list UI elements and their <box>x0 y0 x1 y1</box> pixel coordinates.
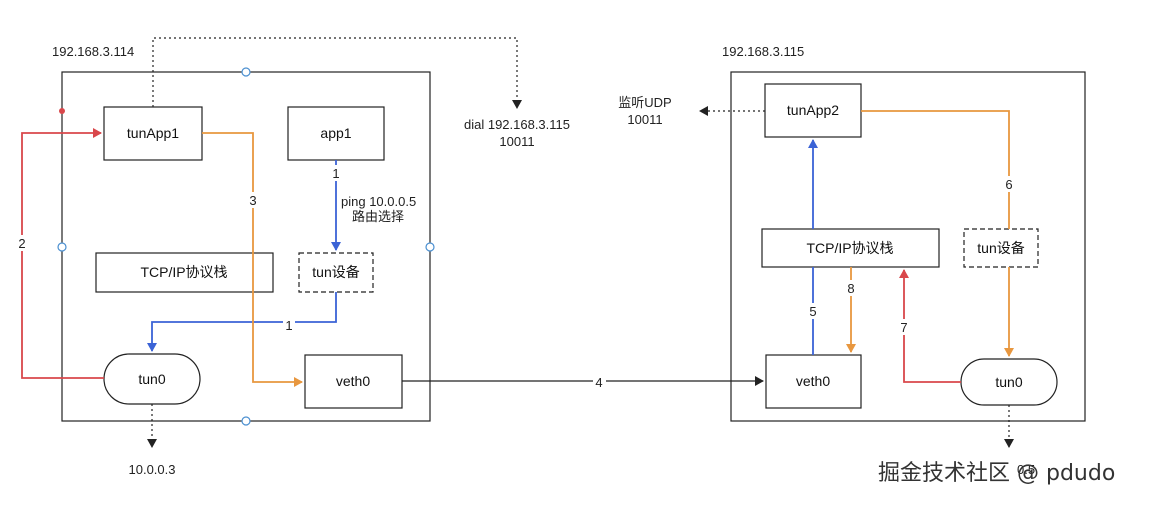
left-veth0-node[interactable] <box>304 354 403 409</box>
dial-note-line2: 10011 <box>499 134 534 149</box>
ping-note-line2: 路由选择 <box>352 209 404 224</box>
left-host-ip: 192.168.3.114 <box>52 44 134 59</box>
left-tcpip-stack-node[interactable] <box>95 252 274 293</box>
ping-note-bg <box>338 193 410 223</box>
edge-tun0-to-stack-right <box>899 269 961 383</box>
tunapp1-label: tunApp1 <box>127 125 179 141</box>
watermark: 掘金技术社区 @ pdudo <box>878 461 1115 486</box>
listen-note-line2: 10011 <box>627 112 662 127</box>
step2-label-bg <box>16 235 29 251</box>
step3-label: 3 <box>249 193 256 208</box>
edge-tun-device-to-tun0 <box>147 292 337 352</box>
dial-note-line1: dial 192.168.3.115 <box>464 117 570 132</box>
right-host-ip: 192.168.3.115 <box>722 44 804 59</box>
connection-point-red[interactable] <box>59 108 65 114</box>
edge-tun0-to-tunapp1 <box>21 128 104 379</box>
step6-label-bg <box>1003 176 1016 192</box>
step1a-label: 1 <box>332 166 339 181</box>
left-tun0-ip: 10.0.0.3 <box>129 462 176 477</box>
step1b-label: 1 <box>285 318 292 333</box>
right-tcpip-stack-label: TCP/IP协议栈 <box>806 240 893 256</box>
right-veth0-node[interactable] <box>765 354 862 409</box>
left-veth0-label: veth0 <box>336 373 370 389</box>
step4-label: 4 <box>595 375 602 390</box>
step8-label-bg <box>845 280 858 296</box>
step6-label: 6 <box>1005 177 1012 192</box>
step7-label-bg <box>898 319 911 335</box>
left-tun-device-node[interactable] <box>298 252 374 293</box>
right-veth0-label: veth0 <box>796 373 830 389</box>
app1-node[interactable] <box>287 106 385 161</box>
edge-tunapp2-to-tun-device <box>861 110 1010 229</box>
step1b-label-bg <box>283 317 295 333</box>
dial-dotted-edge <box>152 37 522 109</box>
step8-label: 8 <box>847 281 854 296</box>
right-tcpip-stack-node[interactable] <box>761 228 940 268</box>
step1a-label-bg <box>330 165 342 181</box>
left-tun0-label: tun0 <box>138 371 165 387</box>
tunapp2-label: tunApp2 <box>787 102 839 118</box>
right-tun-device-node[interactable] <box>963 228 1039 268</box>
step5-label: 5 <box>809 304 816 319</box>
listen-note-line1: 监听UDP <box>618 95 671 110</box>
left-box-handle-bottom[interactable] <box>241 416 251 426</box>
edge-tunapp1-to-veth0 <box>202 132 303 387</box>
left-box-handle-right[interactable] <box>425 242 435 252</box>
step3-label-bg <box>247 192 260 208</box>
left-box-handle-top[interactable] <box>241 67 251 77</box>
right-tun0-label: tun0 <box>995 374 1022 390</box>
left-box-handle-left[interactable] <box>57 242 67 252</box>
left-tun-device-label: tun设备 <box>312 264 359 280</box>
step7-label: 7 <box>900 320 907 335</box>
right-host-box <box>730 71 1086 422</box>
step5-label-bg <box>807 303 820 319</box>
ping-note-line1: ping 10.0.0.5 <box>341 194 416 209</box>
step4-label-bg <box>593 374 606 390</box>
step2-label: 2 <box>18 236 25 251</box>
left-tcpip-stack-label: TCP/IP协议栈 <box>140 264 227 280</box>
right-tun0-ip-partial: 0.5 <box>1017 462 1035 477</box>
right-tun-device-label: tun设备 <box>977 240 1024 256</box>
app1-label: app1 <box>320 125 351 141</box>
